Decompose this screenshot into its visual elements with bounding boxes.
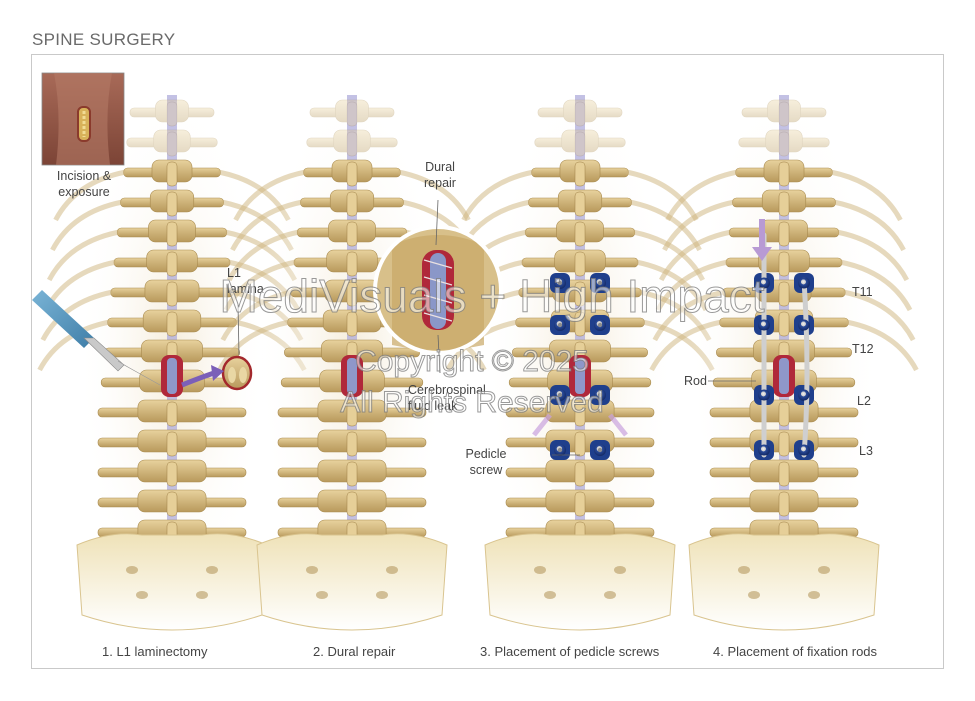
csf-leak-line1: Cerebrospinal [408, 383, 486, 397]
vertebra [126, 129, 218, 157]
pelvis [76, 533, 268, 631]
vertebra [738, 129, 830, 157]
caption-panel-4: 4. Placement of fixation rods [713, 644, 878, 659]
pedicle-screw [590, 385, 610, 405]
vertebra [97, 399, 247, 427]
pedicle-screw-line2: screw [469, 463, 503, 477]
pedicle-screw [590, 315, 610, 335]
vertebra [665, 159, 903, 222]
vertebra [97, 489, 247, 517]
vertebra [741, 99, 827, 127]
pedicle-screw [590, 273, 610, 293]
caption-panel-3: 3. Placement of pedicle screws [480, 644, 660, 659]
vertebra [277, 399, 427, 427]
vertebra [709, 489, 859, 517]
removal-arrow [181, 365, 224, 388]
dural-repair-magnifier [373, 225, 503, 355]
watermark-line1: MediVisuals + High Impact [219, 270, 765, 323]
pedicle-screw [550, 315, 570, 335]
vertebra [277, 459, 427, 487]
pelvis [688, 533, 880, 631]
csf-leak-line2: fluid leak [408, 399, 458, 413]
incision-label: Incision & exposure [46, 168, 122, 200]
pedicle-screw-line1: Pedicle [465, 447, 507, 461]
pelvis [484, 533, 676, 631]
vertebra [277, 429, 427, 457]
vertebra [277, 489, 427, 517]
vertebra [97, 429, 247, 457]
pedicle-screw [550, 273, 570, 293]
vertebra [505, 459, 655, 487]
vertebra [461, 159, 699, 222]
vertebra [505, 399, 655, 427]
vertebra [129, 99, 215, 127]
incision-inset [41, 72, 125, 166]
incision-label-line1: Incision & [56, 169, 112, 183]
dural-repair-label: Dural repair [410, 159, 470, 191]
rod-label: Rod [684, 374, 707, 388]
removed-lamina [221, 355, 253, 391]
vertebra [709, 459, 859, 487]
vertebra [233, 159, 471, 222]
vertebra [655, 249, 913, 312]
vertebra [716, 339, 852, 367]
pedicle-screw-label: Pedicle screw [460, 446, 512, 478]
l1-lamina-label: L1 lamina [227, 265, 267, 297]
dural-repair-line2: repair [424, 176, 456, 190]
vertebra [309, 99, 395, 127]
illustration-frame: Incision & exposure L1 lamina Dural repa… [31, 54, 944, 669]
vertebra [46, 219, 298, 282]
l1-lamina-line2: lamina [227, 282, 264, 296]
vertebra [50, 189, 294, 252]
level-label-t11: T11 [852, 285, 873, 299]
pedicle-screw [590, 440, 610, 460]
spine-illustration [32, 72, 919, 631]
level-label-t12: T12 [852, 342, 874, 356]
incision-label-line2: exposure [58, 185, 110, 199]
vertebra [537, 99, 623, 127]
pedicle-screw [550, 385, 570, 405]
pelvis [256, 533, 448, 631]
caption-panel-1: 1. L1 laminectomy [102, 644, 208, 659]
vertebra [662, 189, 906, 252]
vertebra [306, 129, 398, 157]
fixation-rod-right [801, 277, 810, 458]
scalpel [32, 290, 161, 386]
vertebra [534, 129, 626, 157]
vertebra [505, 489, 655, 517]
dural-repair-line1: Dural [425, 160, 455, 174]
csf-leak-label: Cerebrospinal fluid leak [408, 382, 504, 414]
vertebra [709, 399, 859, 427]
l1-lamina-line1: L1 [227, 266, 241, 280]
spine-panel-4 [649, 85, 919, 631]
vertebra [658, 219, 910, 282]
vertebra [97, 459, 247, 487]
level-label-l2: L2 [857, 394, 871, 408]
pedicle-screw [550, 440, 570, 460]
page-title: SPINE SURGERY [32, 30, 176, 49]
caption-panel-2: 2. Dural repair [313, 644, 396, 659]
watermark-line2: Copyright © 2025 [355, 345, 590, 379]
level-label-l3: L3 [859, 444, 873, 458]
rod-insert-arrow [752, 219, 772, 261]
vertebra [284, 339, 420, 367]
watermark-line3: All Rights Reserved [340, 386, 604, 420]
vertebra [454, 219, 706, 282]
spine-panel-3 [445, 85, 715, 631]
spine-panel-2 [217, 85, 487, 631]
